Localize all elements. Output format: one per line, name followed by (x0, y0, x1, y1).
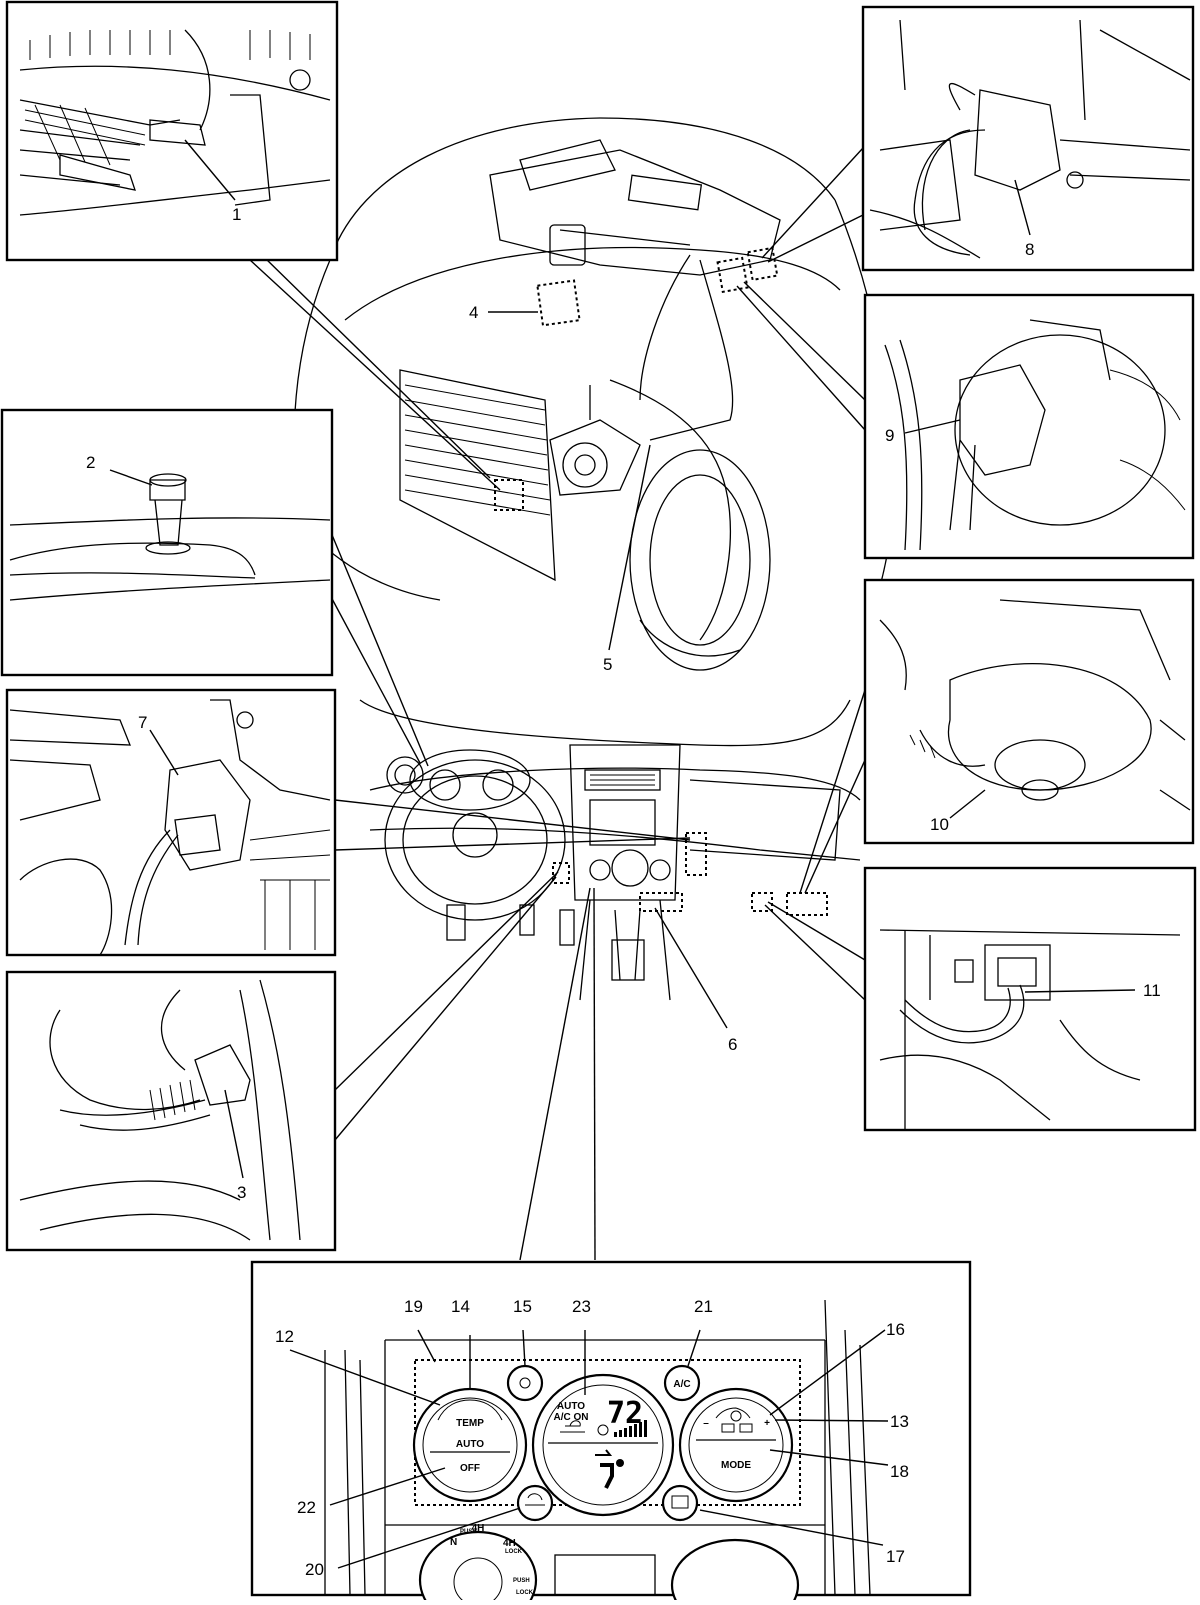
fan-icon (597, 1424, 609, 1436)
car-body-illustration (293, 117, 895, 671)
transfer-4h-label: 4H (472, 1523, 485, 1534)
callout-22: 22 (297, 1498, 316, 1517)
transfer-lock-label: LOCK (505, 1549, 523, 1555)
air-intake-button[interactable] (506, 1364, 544, 1402)
console-slot (554, 1554, 656, 1596)
fan-plus-label: + (764, 1418, 770, 1429)
callout-17: 17 (886, 1547, 905, 1566)
callout-14: 14 (451, 1297, 470, 1316)
callout-2: 2 (86, 453, 95, 472)
fan-knob[interactable] (678, 1387, 794, 1503)
inset-8-actuator: 8 (861, 5, 1195, 272)
callout-5: 5 (603, 655, 612, 674)
transfer-lock-label-2: LOCK (516, 1590, 534, 1596)
transfer-switch[interactable] (418, 1530, 538, 1605)
callout-23: 23 (572, 1297, 591, 1316)
ac-button[interactable] (663, 1364, 701, 1402)
leader-lines (249, 147, 866, 1261)
recirculation-icon (560, 1420, 585, 1433)
inset-11-power-transistor: 11 (863, 866, 1197, 1132)
fan-speed-icon (715, 1407, 751, 1422)
callout-9: 9 (885, 426, 894, 445)
recirculation-button-icon (525, 1493, 545, 1506)
callout-1: 1 (232, 205, 241, 224)
bottom-right-dial (670, 1538, 800, 1605)
transfer-push-label: PUSH (460, 1529, 477, 1535)
inset-2-sunload-sensor: 2 (0, 408, 334, 677)
inset-10-blower-motor: 10 (863, 578, 1195, 845)
inset-hvac-control-panel: TEMP AUTO OFF AUTO A/C ON 72 (250, 1260, 972, 1605)
airflow-mode-icon (595, 1449, 624, 1489)
transfer-4h-lock-label: 4H (503, 1538, 516, 1549)
callout-7: 7 (138, 713, 147, 732)
callout-19: 19 (404, 1297, 423, 1316)
inset-9-actuator: 9 (863, 293, 1195, 560)
dashboard-illustration (359, 699, 861, 1001)
callout-8: 8 (1025, 240, 1034, 259)
mode-button-label[interactable]: MODE (721, 1460, 751, 1471)
rear-defogger-button[interactable] (661, 1484, 699, 1522)
rear-defogger-icon (671, 1495, 689, 1509)
display-dial (531, 1373, 675, 1517)
callout-10: 10 (930, 815, 949, 834)
fan-speed-bars (614, 1420, 647, 1437)
callout-13: 13 (890, 1412, 909, 1431)
callout-12: 12 (275, 1327, 294, 1346)
callout-21: 21 (694, 1297, 713, 1316)
callout-3: 3 (237, 1183, 246, 1202)
rear-defrost-small-icon (721, 1423, 753, 1433)
inset-1-sensor-connector: 1 (5, 0, 339, 262)
transfer-push-label-2: PUSH (513, 1578, 530, 1584)
callout-16: 16 (886, 1320, 905, 1339)
fan-minus-label: – (703, 1418, 709, 1429)
inset-7-actuator: 7 (5, 688, 337, 957)
transfer-n-label: N (450, 1537, 457, 1548)
callout-6: 6 (728, 1035, 737, 1054)
callout-11: 11 (1143, 981, 1161, 1000)
display-temperature: 72 (607, 1396, 643, 1431)
callout-20: 20 (305, 1560, 324, 1579)
off-button-label[interactable]: OFF (460, 1463, 480, 1474)
auto-button-label[interactable]: AUTO (456, 1439, 484, 1450)
inset-3-harness-connector: 3 (5, 970, 337, 1252)
display-auto-indicator: AUTO (557, 1401, 585, 1412)
callout-15: 15 (513, 1297, 532, 1316)
ac-button-label[interactable]: A/C (673, 1379, 690, 1390)
recirculation-button[interactable] (516, 1484, 554, 1522)
callout-18: 18 (890, 1462, 909, 1481)
temp-label: TEMP (456, 1418, 484, 1429)
callout-4: 4 (469, 303, 478, 322)
display-acon-indicator: A/C ON (554, 1412, 589, 1423)
